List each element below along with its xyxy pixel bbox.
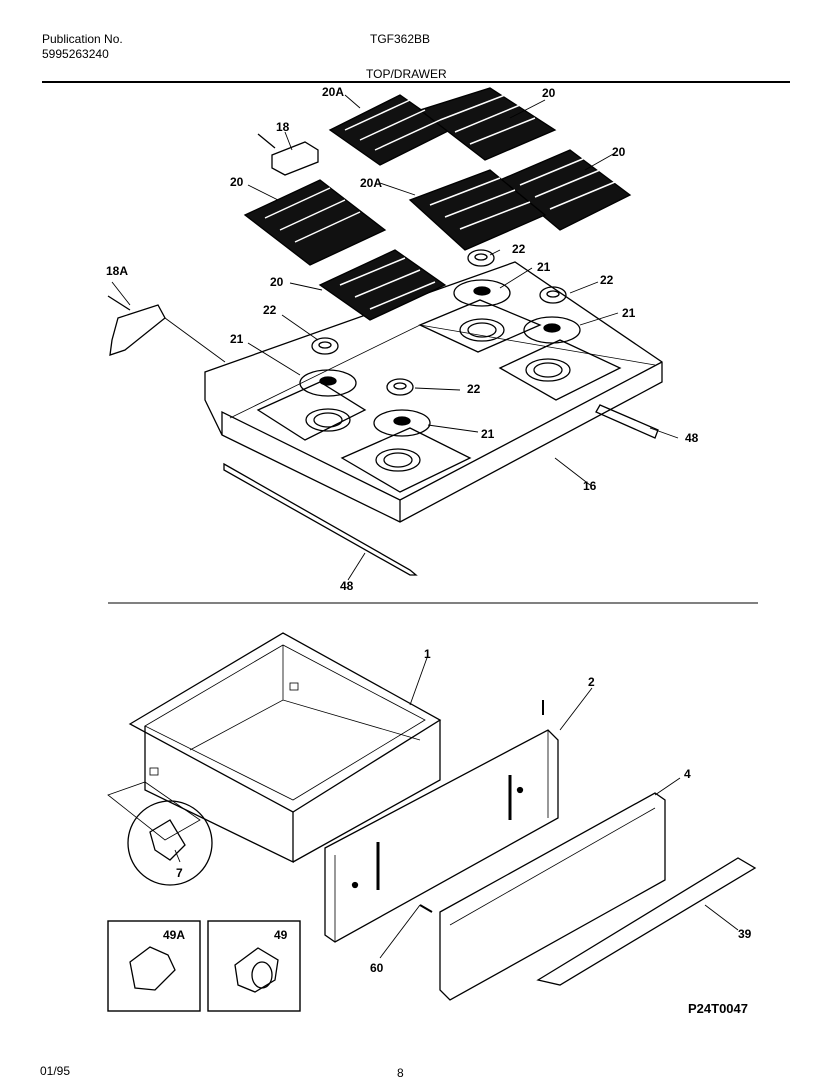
callout-48-left: 48 bbox=[340, 579, 354, 593]
section-title: TOP/DRAWER bbox=[366, 67, 447, 81]
callout-18a: 18A bbox=[106, 264, 128, 278]
callout-20-a: 20 bbox=[542, 86, 556, 100]
callout-60: 60 bbox=[370, 961, 384, 975]
drawer-front-panel bbox=[439, 792, 666, 1001]
callout-22-d: 22 bbox=[467, 382, 481, 396]
bracket-18 bbox=[271, 141, 319, 176]
publication-number: 5995263240 bbox=[42, 47, 109, 61]
callout-18: 18 bbox=[276, 120, 290, 134]
callout-labels: 20A 20 20 18 20 20A 22 20 18A 21 22 21 2… bbox=[106, 85, 752, 975]
drawer-front-face bbox=[144, 726, 294, 864]
callout-22-c: 22 bbox=[263, 303, 277, 317]
burner-caps bbox=[299, 279, 581, 437]
grates bbox=[243, 87, 632, 321]
bracket-18a bbox=[109, 304, 166, 356]
callout-49: 49 bbox=[274, 928, 288, 942]
screw-60 bbox=[419, 904, 433, 913]
callout-49a: 49A bbox=[163, 928, 185, 942]
trim-48-left bbox=[223, 462, 418, 576]
illustration-code: P24T0047 bbox=[688, 1001, 748, 1016]
callout-48-right: 48 bbox=[685, 431, 699, 445]
callout-21-a: 21 bbox=[537, 260, 551, 274]
drawer-rim bbox=[128, 632, 442, 813]
header-rule bbox=[42, 81, 790, 83]
callout-20-b: 20 bbox=[612, 145, 626, 159]
burner-wells bbox=[256, 299, 622, 493]
trim-48-right bbox=[595, 404, 659, 439]
callout-1: 1 bbox=[424, 647, 431, 661]
box-49a bbox=[107, 920, 201, 1012]
model-number: TGF362BB bbox=[370, 32, 431, 46]
drawer-panel bbox=[324, 729, 559, 943]
cooktop-top-outline bbox=[204, 261, 663, 523]
callout-2: 2 bbox=[588, 675, 595, 689]
callout-7: 7 bbox=[176, 866, 183, 880]
glide-detail-circle bbox=[127, 800, 213, 886]
screw-18a bbox=[107, 295, 131, 311]
callout-39: 39 bbox=[738, 927, 752, 941]
callout-22-a: 22 bbox=[512, 242, 526, 256]
drawer-handle bbox=[536, 857, 757, 986]
box-49 bbox=[207, 920, 301, 1012]
callout-4: 4 bbox=[684, 767, 691, 781]
publication-date: 01/95 bbox=[40, 1064, 71, 1078]
callout-22-b: 22 bbox=[600, 273, 614, 287]
callout-20a-top: 20A bbox=[322, 85, 344, 99]
callout-16: 16 bbox=[583, 479, 597, 493]
publication-label: Publication No. bbox=[42, 32, 123, 46]
callout-20a-mid: 20A bbox=[360, 176, 382, 190]
drawer-assembly bbox=[107, 632, 757, 1012]
small-caps bbox=[311, 249, 567, 396]
callout-21-b: 21 bbox=[622, 306, 636, 320]
callout-21-c: 21 bbox=[230, 332, 244, 346]
cooktop-front-edge bbox=[221, 361, 663, 501]
callout-21-d: 21 bbox=[481, 427, 495, 441]
callout-20-d: 20 bbox=[270, 275, 284, 289]
callout-20-c: 20 bbox=[230, 175, 244, 189]
page-number: 8 bbox=[397, 1066, 404, 1080]
screw-18 bbox=[257, 133, 276, 149]
cooktop-assembly bbox=[107, 87, 679, 581]
